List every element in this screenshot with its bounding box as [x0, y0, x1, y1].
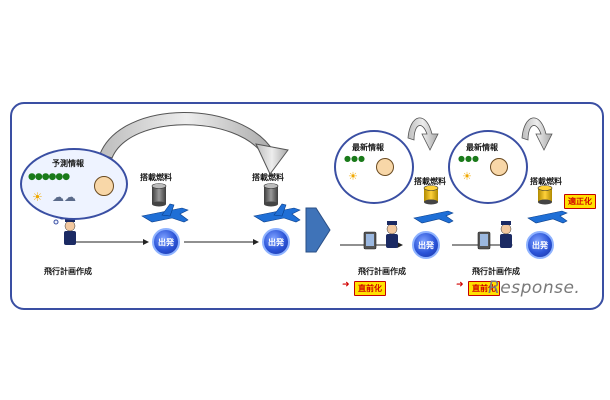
latest-info-label-1: 最新情報	[352, 143, 384, 152]
airplane-icon	[527, 210, 568, 224]
sun-icon: ☀	[32, 190, 43, 204]
right-arrow-icon: ➜	[456, 280, 464, 290]
latest-info-bubble-1	[334, 130, 414, 204]
person-icon: ●●●●●●	[28, 172, 70, 182]
stage-transition-arrow	[305, 207, 331, 253]
feedback-curve-arrow	[407, 117, 439, 151]
tablet-icon	[477, 231, 491, 250]
sun-icon: ☀	[462, 170, 472, 183]
forecast-info-label: 予測情報	[52, 159, 84, 168]
loaded-fuel-label-1: 搭載燃料	[140, 173, 172, 182]
flight-plan-label-3: 飛行計画作成	[472, 267, 520, 276]
airplane-icon	[141, 203, 189, 223]
just-before-tag-2: 直前化	[468, 281, 500, 296]
departure-node-1: 出発	[152, 228, 180, 256]
airplane-icon	[253, 203, 301, 223]
loaded-fuel-label-3: 搭載燃料	[414, 177, 446, 186]
response-watermark: Response.	[488, 278, 581, 298]
weather-icons: ●●●●●●	[28, 172, 70, 182]
person-icon: ●●●	[458, 154, 479, 163]
pilot-icon	[64, 218, 76, 245]
pilot-icon	[500, 221, 512, 248]
forecaster-icon	[94, 176, 114, 196]
loaded-fuel-label-4: 搭載燃料	[530, 177, 562, 186]
flight-plan-label-2: 飛行計画作成	[358, 267, 406, 276]
cloud-icon: ☁☁	[52, 190, 76, 204]
person-icon: ●●●	[344, 154, 365, 163]
forecaster-icon	[490, 158, 508, 176]
loaded-fuel-label-2: 搭載燃料	[252, 173, 284, 182]
departure-node-2: 出発	[262, 228, 290, 256]
departure-node-3: 出発	[412, 231, 440, 259]
latest-info-label-2: 最新情報	[466, 143, 498, 152]
forecaster-icon	[376, 158, 394, 176]
airplane-icon	[413, 210, 454, 224]
departure-node-4: 出発	[526, 231, 554, 259]
diagram-graphics	[53, 112, 568, 253]
fuel-can-icon	[423, 185, 439, 205]
tablet-icon	[363, 231, 377, 250]
flight-plan-label-1: 飛行計画作成	[44, 267, 92, 276]
feedback-curve-arrow	[521, 117, 553, 151]
pilot-icon	[386, 221, 398, 248]
sun-icon: ☀	[348, 170, 358, 183]
just-before-tag-1: 直前化	[354, 281, 386, 296]
transition-arc-arrow	[99, 112, 289, 175]
optimize-tag: 適正化	[564, 194, 596, 209]
latest-info-bubble-2	[448, 130, 528, 204]
right-arrow-icon: ➜	[342, 280, 350, 290]
fuel-can-icon	[263, 183, 279, 207]
fuel-can-icon	[537, 185, 553, 205]
fuel-can-icon	[151, 183, 167, 207]
diagram-frame: 予測情報 ●●●●●● ☀ ☁☁ 搭載燃料 搭載燃料 出発 出発 飛行計画作成 …	[10, 102, 604, 310]
